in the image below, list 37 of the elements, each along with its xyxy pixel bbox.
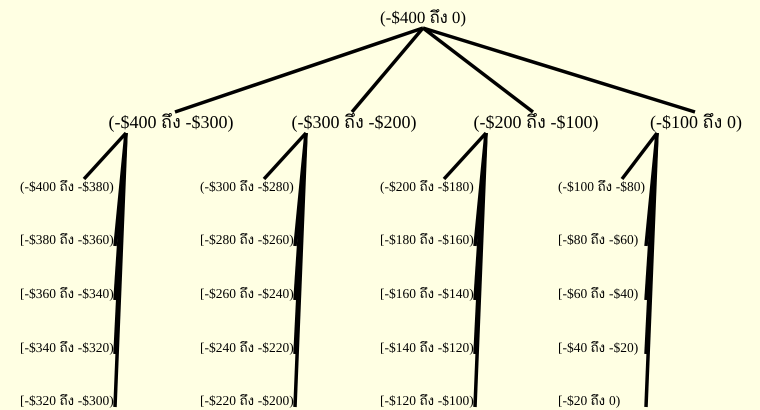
range-label: [-$40 ถึง -$20): [558, 340, 645, 356]
tree-branch-line: [644, 132, 659, 408]
range-label: (-$400 ถึง -$380): [20, 179, 114, 195]
range-label: [-$260 ถึง -$240): [200, 286, 294, 302]
tree-branch-line: [350, 26, 424, 114]
range-label: (-$400 ถึง -$300): [108, 112, 234, 132]
tree-branch-line: [113, 132, 128, 408]
range-label: [-$140 ถึง -$120): [380, 340, 474, 356]
tree-branch-line: [422, 26, 534, 114]
range-label: [-$320 ถึง -$300): [20, 393, 114, 409]
range-label: [-$240 ถึง -$220): [200, 340, 294, 356]
range-label: (-$400 ถึง 0): [380, 8, 466, 28]
range-label: (-$200 ถึง -$180): [380, 179, 474, 195]
range-label: (-$100 ถึง -$80): [558, 179, 645, 195]
range-label: [-$220 ถึง -$200): [200, 393, 294, 409]
tree-branch-line: [262, 132, 308, 180]
range-label: [-$160 ถึง -$140): [380, 286, 474, 302]
range-label: [-$20 ถึง 0): [558, 393, 645, 409]
range-label: [-$380 ถึง -$360): [20, 232, 114, 248]
range-label: [-$180 ถึง -$160): [380, 232, 474, 248]
range-label: [-$120 ถึง -$100): [380, 393, 474, 409]
tree-branch-line: [442, 132, 488, 180]
range-label: [-$360 ถึง -$340): [20, 286, 114, 302]
tree-branch-line: [82, 132, 128, 180]
range-label: [-$340 ถึง -$320): [20, 340, 114, 356]
tree-branch-line: [422, 26, 696, 114]
range-label: [-$80 ถึง -$60): [558, 232, 645, 248]
range-label: (-$200 ถึง -$100): [474, 112, 598, 132]
tree-branch-line: [473, 132, 488, 408]
range-label: (-$300 ถึง -$280): [200, 179, 294, 195]
tree-branch-line: [174, 26, 424, 114]
range-label: [-$60 ถึง -$40): [558, 286, 645, 302]
range-label: (-$300 ถึง -$200): [292, 112, 416, 132]
range-label: [-$280 ถึง -$260): [200, 232, 294, 248]
range-label: (-$100 ถึง 0): [650, 112, 742, 132]
tree-branch-line: [293, 132, 308, 408]
tree-branch-line: [620, 132, 658, 180]
